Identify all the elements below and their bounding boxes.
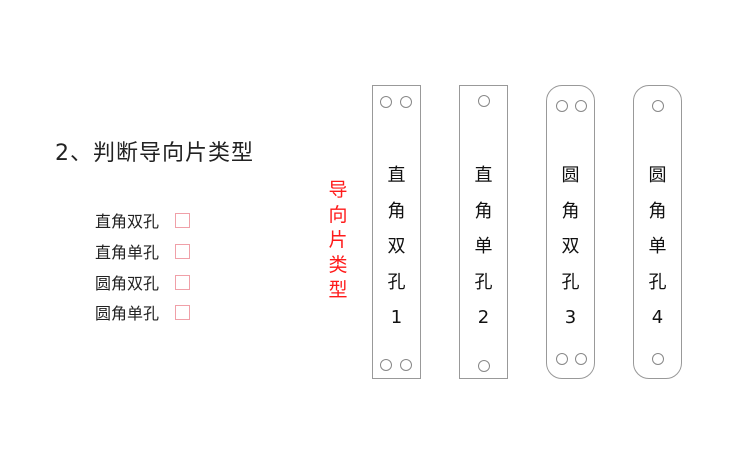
label-char: 型 (328, 279, 348, 301)
plate-number: 2 (477, 307, 490, 328)
plate-char: 孔 (387, 271, 406, 293)
option-label: 直角双孔 (95, 212, 160, 231)
plate-text: 直 角 双 孔 1 (373, 158, 420, 336)
plate-text: 圆 角 双 孔 3 (547, 158, 594, 336)
hole-icon (478, 95, 490, 107)
guide-plate-type-label: 导 向 片 类 型 (326, 178, 350, 303)
option-label: 直角单孔 (95, 243, 160, 262)
option-right-angle-double-hole[interactable]: 直角双孔 (95, 208, 191, 232)
checkbox[interactable] (175, 274, 191, 290)
hole-icon (575, 353, 587, 365)
plate-char: 双 (561, 236, 580, 257)
plate-char: 单 (648, 236, 667, 257)
plate-2: 直 角 单 孔 2 (459, 85, 508, 379)
plate-3: 圆 角 双 孔 3 (546, 85, 595, 379)
plate-char: 直 (387, 165, 406, 186)
plate-char: 单 (474, 236, 493, 257)
plate-number: 1 (390, 307, 403, 328)
option-label: 圆角单孔 (95, 304, 160, 323)
hole-icon (400, 96, 412, 108)
plate-number: 4 (651, 307, 664, 328)
checkbox[interactable] (175, 304, 191, 320)
hole-icon (652, 100, 664, 112)
plate-4: 圆 角 单 孔 4 (633, 85, 682, 379)
option-round-corner-double-hole[interactable]: 圆角双孔 (95, 270, 191, 294)
plate-char: 直 (474, 165, 493, 186)
plate-char: 角 (648, 200, 667, 222)
label-char: 片 (328, 229, 348, 251)
checkbox[interactable] (175, 212, 191, 228)
label-char: 向 (328, 204, 348, 226)
plate-char: 角 (474, 200, 493, 222)
hole-icon (575, 100, 587, 112)
option-label: 圆角双孔 (95, 274, 160, 293)
question-title: 2、判断导向片类型 (55, 141, 254, 166)
plate-char: 孔 (561, 271, 580, 293)
hole-icon (380, 359, 392, 371)
option-round-corner-single-hole[interactable]: 圆角单孔 (95, 300, 191, 324)
plate-1: 直 角 双 孔 1 (372, 85, 421, 379)
plate-number: 3 (564, 307, 577, 328)
label-char: 类 (328, 254, 348, 276)
plate-char: 角 (387, 200, 406, 222)
plate-char: 圆 (561, 165, 580, 186)
plate-char: 孔 (474, 271, 493, 293)
plate-char: 圆 (648, 165, 667, 186)
checkbox[interactable] (175, 243, 191, 259)
plate-char: 孔 (648, 271, 667, 293)
plate-text: 直 角 单 孔 2 (460, 158, 507, 336)
plate-char: 角 (561, 200, 580, 222)
hole-icon (400, 359, 412, 371)
hole-icon (380, 96, 392, 108)
hole-icon (556, 100, 568, 112)
hole-icon (478, 360, 490, 372)
plate-char: 双 (387, 236, 406, 257)
option-right-angle-single-hole[interactable]: 直角单孔 (95, 239, 191, 263)
plate-text: 圆 角 单 孔 4 (634, 158, 681, 336)
hole-icon (652, 353, 664, 365)
hole-icon (556, 353, 568, 365)
label-char: 导 (328, 179, 348, 201)
